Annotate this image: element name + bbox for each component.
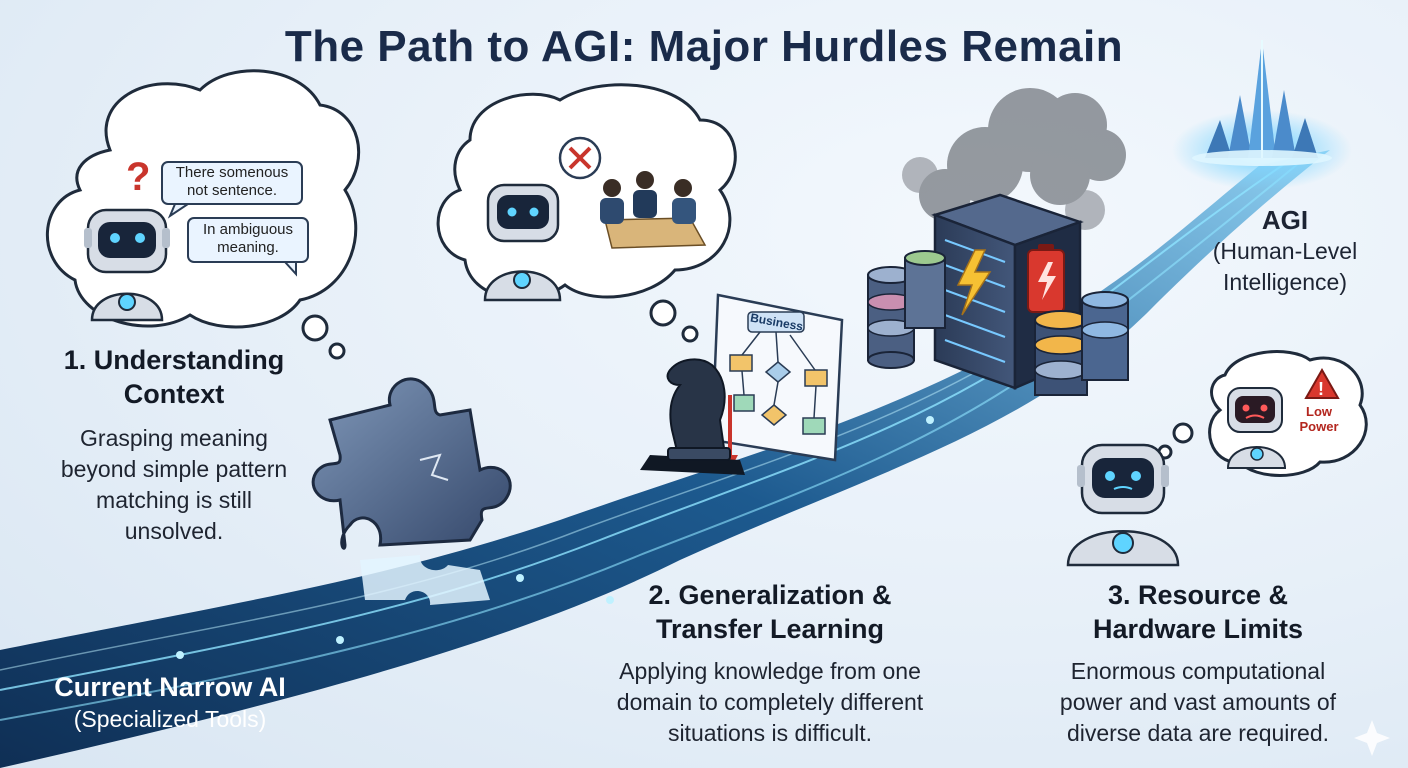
database-icon	[867, 250, 1129, 396]
hurdle-3-desc-line2: power and vast amounts of	[1059, 689, 1337, 715]
goal-label-sub1: (Human-Level	[1212, 238, 1358, 264]
hurdle-2: 2. Generalization & Transfer Learning Ap…	[580, 578, 960, 749]
winding-road	[0, 150, 1330, 768]
start-label-sub: (Specialized Tools)	[73, 706, 267, 732]
hurdle-1-desc-line3: matching is still	[96, 487, 252, 513]
robot-icon	[1066, 443, 1180, 567]
goal-label: AGI (Human-Level Intelligence)	[1180, 204, 1390, 298]
robot-icon	[1226, 387, 1287, 469]
battery-icon	[1027, 244, 1065, 313]
goal-label-sub2: Intelligence)	[1222, 269, 1348, 295]
robot-icon	[84, 208, 170, 322]
low-power-line1: Low	[1306, 404, 1332, 419]
goal-label-title: AGI	[1261, 205, 1309, 235]
hurdle-3-desc-line3: diverse data are required.	[1066, 720, 1330, 746]
page-title: The Path to AGI: Major Hurdles Remain	[284, 22, 1124, 71]
svg-text:!: !	[1318, 379, 1324, 399]
warning-icon: !	[1304, 367, 1340, 399]
hurdle-2-heading-line2: Transfer Learning	[655, 614, 885, 644]
x-mark-icon	[558, 136, 602, 180]
hurdle-3: 3. Resource & Hardware Limits Enormous c…	[1030, 578, 1366, 749]
speech-bubble-2: In ambiguous meaning.	[190, 221, 306, 257]
speech-bubble-1: There somenous not sentence.	[164, 164, 300, 200]
speech-bubble-1-line2: not sentence.	[186, 182, 278, 199]
start-label: Current Narrow AI (Specialized Tools)	[20, 670, 320, 734]
hurdle-1-desc-line1: Grasping meaning	[80, 425, 268, 451]
thought-bubble-transfer	[436, 83, 737, 343]
hurdle-2-desc-line3: situations is difficult.	[667, 720, 873, 746]
hurdle-1-desc-line4: unsolved.	[124, 518, 224, 544]
hurdle-2-heading-line1: 2. Generalization &	[648, 580, 892, 610]
smoke-cloud	[902, 88, 1126, 230]
meeting-scene	[600, 171, 707, 249]
sparkle-icon	[1354, 720, 1390, 756]
low-power-label: Low Power	[1294, 404, 1344, 434]
hurdle-3-heading-line1: 3. Resource &	[1107, 580, 1289, 610]
speech-bubble-1-line1: There somenous	[175, 164, 289, 181]
start-label-title: Current Narrow AI	[54, 672, 286, 702]
thought-bubble-resources: !	[1157, 350, 1368, 477]
thought-bubble-context: ?	[45, 69, 361, 360]
speech-bubble-2-line1: In ambiguous	[202, 221, 294, 238]
question-mark-icon: ?	[126, 155, 150, 199]
robot-icon	[483, 183, 562, 302]
hurdle-1-desc-line2: beyond simple pattern	[60, 456, 288, 482]
chess-knight-icon	[640, 358, 745, 475]
server-rack-icon	[931, 193, 1084, 390]
hurdle-1-heading-line1: 1. Understanding	[63, 345, 285, 375]
hurdle-3-desc-line1: Enormous computational	[1070, 658, 1326, 684]
lightning-icon	[956, 249, 992, 316]
hurdle-2-desc-line1: Applying knowledge from one	[619, 658, 921, 684]
hurdle-2-desc-line2: domain to completely different	[616, 689, 924, 715]
hurdle-1: 1. Understanding Context Grasping meanin…	[40, 343, 308, 547]
city-icon	[1172, 40, 1352, 190]
speech-bubble-2-line2: meaning.	[217, 239, 279, 256]
flowchart-icon	[710, 293, 844, 470]
puzzle-piece-icon	[311, 377, 512, 605]
hurdle-1-heading-line2: Context	[123, 379, 225, 409]
hurdle-3-heading-line2: Hardware Limits	[1092, 614, 1304, 644]
low-power-line2: Power	[1299, 419, 1339, 434]
